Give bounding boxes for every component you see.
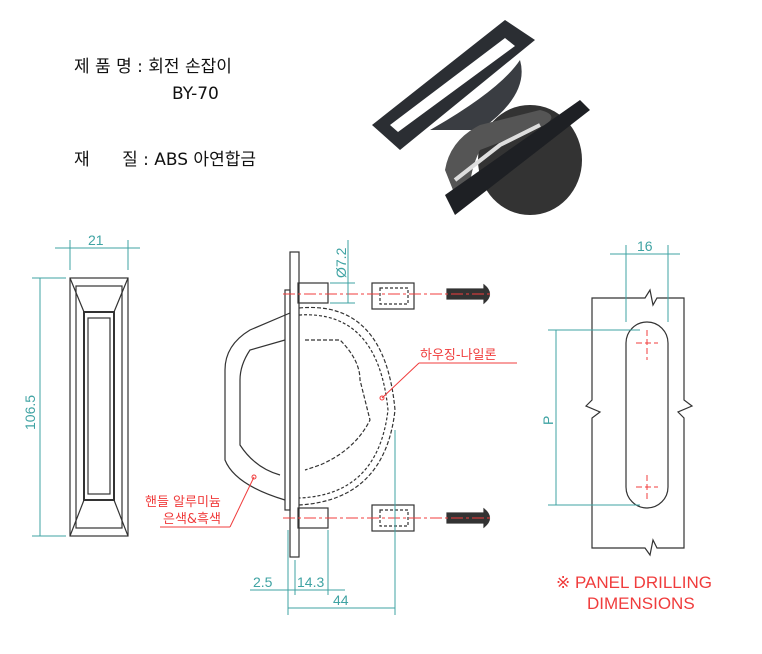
side-dimensions bbox=[250, 240, 396, 615]
drill-width-dimension: 16 bbox=[637, 238, 653, 254]
drill-center-marks bbox=[636, 330, 658, 500]
product-3d-render bbox=[372, 20, 590, 215]
note-line-2: DIMENSIONS bbox=[587, 594, 695, 613]
front-height-dimension: 106.5 bbox=[22, 395, 38, 430]
handle-callout-color: 은색&흑색 bbox=[163, 512, 221, 527]
handle-callout-material: 핸들 알루미늄 bbox=[145, 494, 221, 510]
drill-dimensions bbox=[548, 245, 680, 506]
boss-diameter-dimension: Ø7.2 bbox=[333, 247, 349, 278]
pitch-dimension: P bbox=[540, 416, 556, 425]
note-line-1: ※ PANEL DRILLING bbox=[556, 573, 712, 592]
material-label: 재 질 : ABS 아연합금 bbox=[74, 150, 256, 170]
side-view bbox=[224, 251, 491, 558]
front-view bbox=[69, 277, 129, 537]
boss-length-dimension: 14.3 bbox=[297, 574, 324, 590]
front-width-dimension: 21 bbox=[88, 232, 104, 248]
center-lines bbox=[283, 293, 490, 519]
housing-callout: 하우징-나일론 bbox=[420, 348, 496, 363]
panel-drilling-view bbox=[584, 288, 694, 557]
callout-leaders bbox=[160, 362, 517, 528]
product-name-label: 제 품 명 : 회전 손잡이 bbox=[74, 57, 232, 77]
model-number: BY-70 bbox=[172, 84, 219, 104]
total-depth-dimension: 44 bbox=[333, 592, 349, 608]
plate-thickness-dimension: 2.5 bbox=[253, 574, 273, 590]
front-dimensions bbox=[32, 240, 140, 537]
